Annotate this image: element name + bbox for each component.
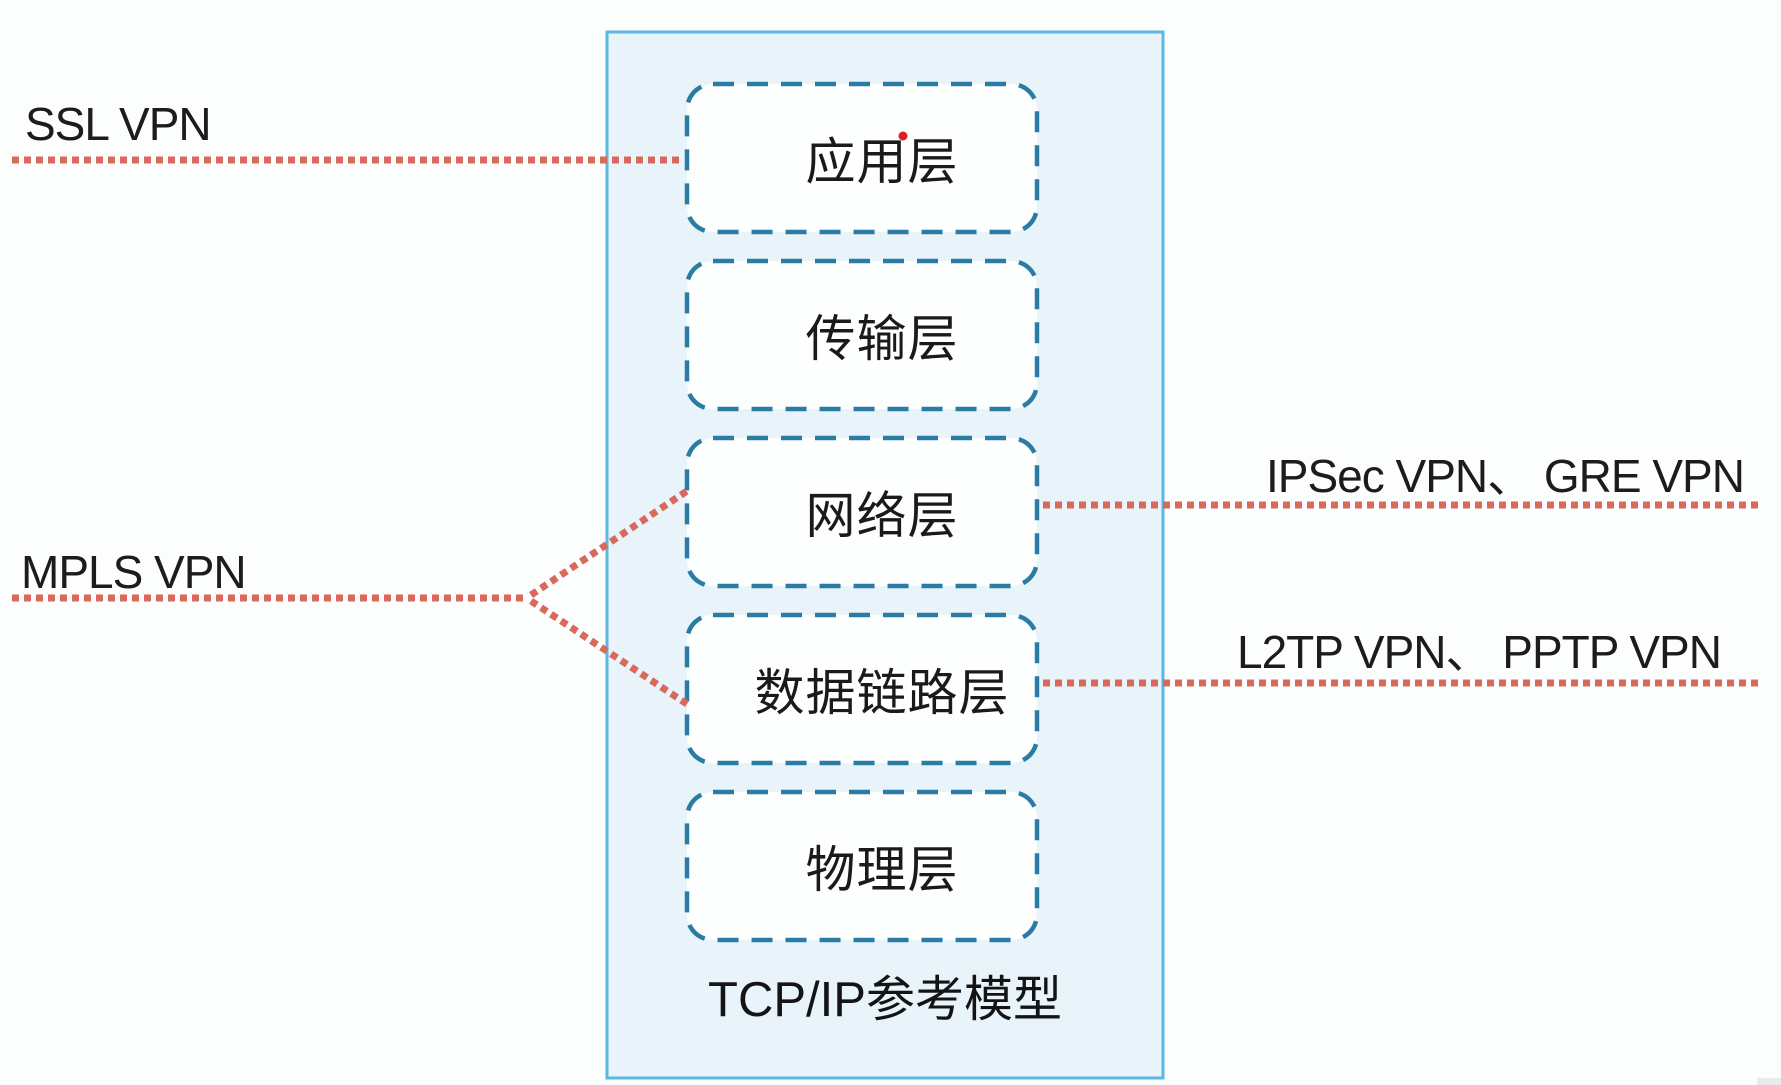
mpls-vpn-label: MPLS VPN: [21, 546, 247, 598]
mpls-branch-upper-line: [529, 488, 689, 598]
tcpip-model-title: TCP/IP参考模型: [708, 973, 1062, 1027]
layer-label-datalink: 数据链路层: [754, 665, 1010, 721]
layer-box-physical: [684, 789, 1040, 943]
layer-box-network: [684, 435, 1040, 589]
layer-label-network: 网络层: [805, 488, 959, 544]
layer-box-application: [684, 81, 1040, 235]
layer-label-physical: 物理层: [805, 842, 959, 898]
ssl-vpn-label: SSL VPN: [25, 98, 212, 150]
layer-box-transport: [684, 258, 1040, 412]
layer-label-application: 应用层: [805, 134, 959, 190]
red-pointer-dot: [898, 131, 908, 141]
layer-box-datalink: [684, 612, 1040, 766]
ipsec-gre-vpn-label: IPSec VPN、 GRE VPN: [1266, 450, 1745, 502]
watermark-artifact: [1757, 1078, 1781, 1085]
layer-label-transport: 传输层: [805, 311, 959, 367]
l2tp-pptp-vpn-label: L2TP VPN、 PPTP VPN: [1237, 626, 1722, 678]
